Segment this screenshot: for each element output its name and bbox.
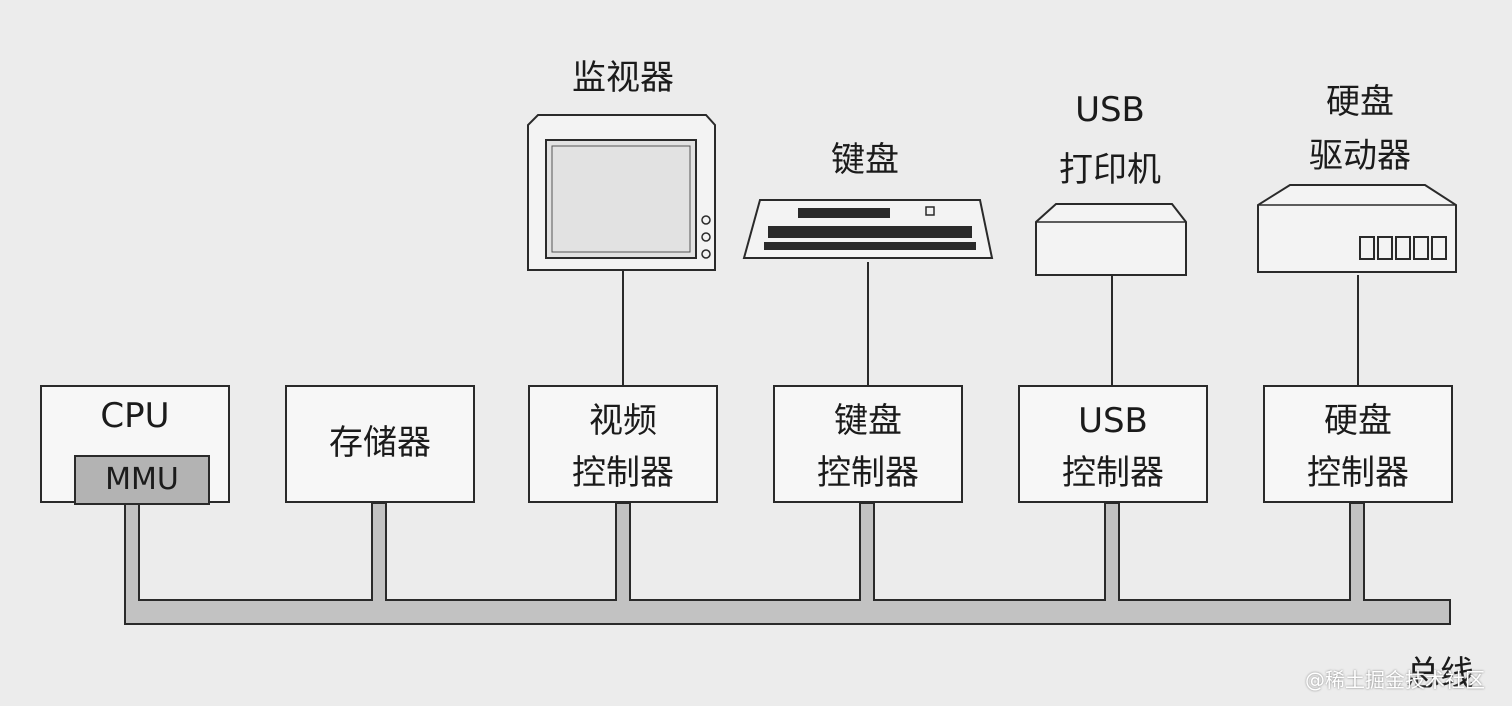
bus-branch-video [615, 502, 631, 600]
bus-branch-usb [1104, 502, 1120, 600]
keyboard-controller-box: 键盘 控制器 [773, 385, 963, 503]
printer-icon [1035, 203, 1187, 276]
disk-drive-label-line1: 硬盘 [1326, 82, 1394, 122]
mmu-box: MMU [74, 455, 210, 505]
disk-controller-box: 硬盘 控制器 [1263, 385, 1453, 503]
cpu-label: CPU [100, 396, 170, 436]
video-controller-line2: 控制器 [572, 453, 674, 493]
bus-branch-memory [371, 502, 387, 600]
printer-label-line2: 打印机 [1059, 150, 1161, 190]
bus-branch-disk [1349, 502, 1365, 600]
video-controller-line1: 视频 [589, 401, 657, 441]
cpu-box: CPU MMU [40, 385, 230, 505]
keyboard-label: 键盘 [831, 140, 899, 180]
usb-controller-line2: 控制器 [1062, 453, 1164, 493]
disk-controller-line1: 硬盘 [1324, 401, 1392, 441]
printer-label-line1: USB [1075, 90, 1145, 130]
keyboard-icon [742, 199, 994, 259]
keyboard-controller-line2: 控制器 [817, 453, 919, 493]
video-controller-box: 视频 控制器 [528, 385, 718, 503]
monitor-icon [527, 114, 716, 271]
monitor-label: 监视器 [572, 58, 674, 98]
keyboard-controller-line1: 键盘 [834, 401, 902, 441]
usb-controller-box: USB 控制器 [1018, 385, 1208, 503]
memory-label: 存储器 [329, 423, 431, 463]
disk-drive-label-line2: 驱动器 [1309, 136, 1411, 176]
watermark-text: @稀土掘金技术社区 [1305, 668, 1485, 692]
usb-controller-line1: USB [1078, 401, 1148, 441]
disk-drive-icon [1257, 184, 1457, 273]
memory-box: 存储器 [285, 385, 475, 503]
disk-controller-line2: 控制器 [1307, 453, 1409, 493]
bus-label: 总线 [1406, 654, 1474, 694]
bus-branch-keyboard [859, 502, 875, 600]
